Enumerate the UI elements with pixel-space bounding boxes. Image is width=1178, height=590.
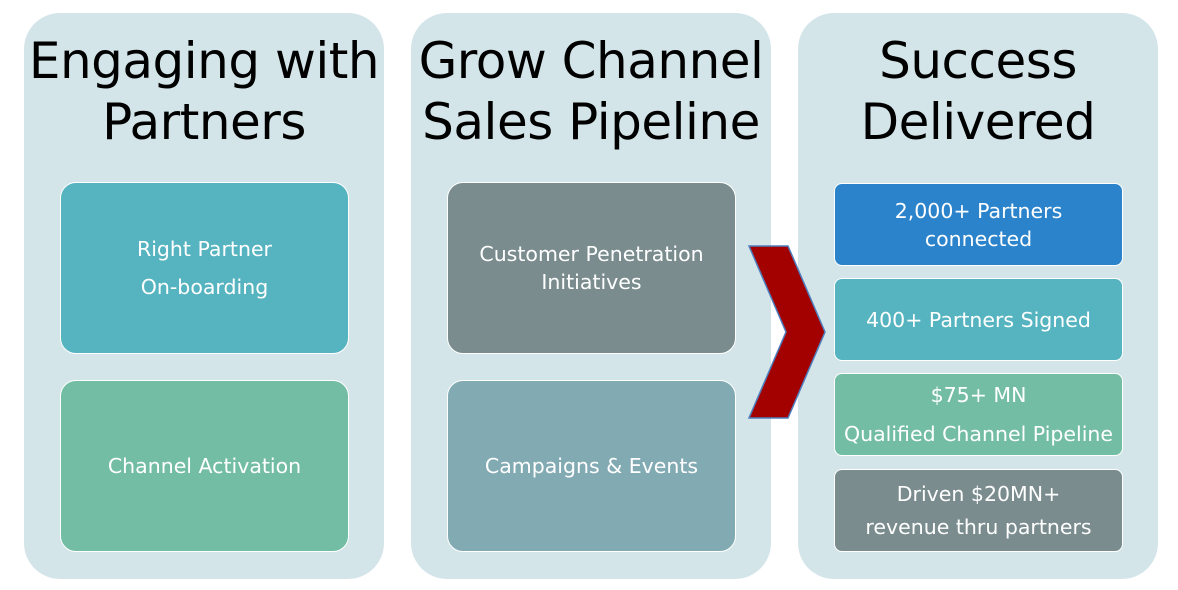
column-engaging-with-partners: Engaging with Partners Right Partner On-… <box>24 13 384 579</box>
box-channel-activation: Channel Activation <box>60 380 349 552</box>
column-title-line-2: Delivered <box>860 93 1096 151</box>
box-revenue-thru-partners: Driven $20MN+ revenue thru partners <box>834 469 1123 552</box>
column-title: Grow Channel Sales Pipeline <box>411 31 771 153</box>
box-label-line-1: Channel Activation <box>107 454 302 478</box>
box-label-line-1: Right Partner <box>136 237 272 261</box>
column-title-line-1: Success <box>879 32 1077 90</box>
box-label-line-2: Initiatives <box>541 270 642 294</box>
box-label-line-1: Customer Penetration <box>479 242 704 266</box>
box-label-line-2: revenue thru partners <box>865 514 1092 539</box>
box-label-line-1: Campaigns & Events <box>484 454 699 478</box>
box-partners-signed: 400+ Partners Signed <box>834 278 1123 361</box>
box-label-line-2: On-boarding <box>140 275 269 299</box>
box-customer-penetration-initiatives: Customer Penetration Initiatives <box>447 182 736 354</box>
box-qualified-channel-pipeline: $75+ MN Qualified Channel Pipeline <box>834 373 1123 456</box>
box-label-line-1: $75+ MN <box>930 382 1027 407</box>
column-title-line-1: Grow Channel <box>418 32 764 90</box>
box-label-line-1: 400+ Partners Signed <box>866 307 1091 332</box>
box-partners-connected: 2,000+ Partners connected <box>834 183 1123 266</box>
box-label-line-2: connected <box>924 226 1033 251</box>
column-grow-channel-sales-pipeline: Grow Channel Sales Pipeline Customer Pen… <box>411 13 771 579</box>
column-title-line-2: Sales Pipeline <box>422 93 760 151</box>
box-campaigns-events: Campaigns & Events <box>447 380 736 552</box>
box-label-line-1: 2,000+ Partners <box>894 198 1063 223</box>
box-label-line-1: Driven $20MN+ <box>896 481 1061 506</box>
box-right-partner-onboarding: Right Partner On-boarding <box>60 182 349 354</box>
column-success-delivered: Success Delivered 2,000+ Partners connec… <box>798 13 1158 579</box>
column-title-line-1: Engaging with <box>28 32 380 90</box>
column-title-line-2: Partners <box>102 93 306 151</box>
chevron-arrow-icon <box>748 245 826 419</box>
box-label-line-2: Qualified Channel Pipeline <box>843 421 1114 446</box>
column-title: Engaging with Partners <box>24 31 384 153</box>
column-title: Success Delivered <box>798 31 1158 153</box>
